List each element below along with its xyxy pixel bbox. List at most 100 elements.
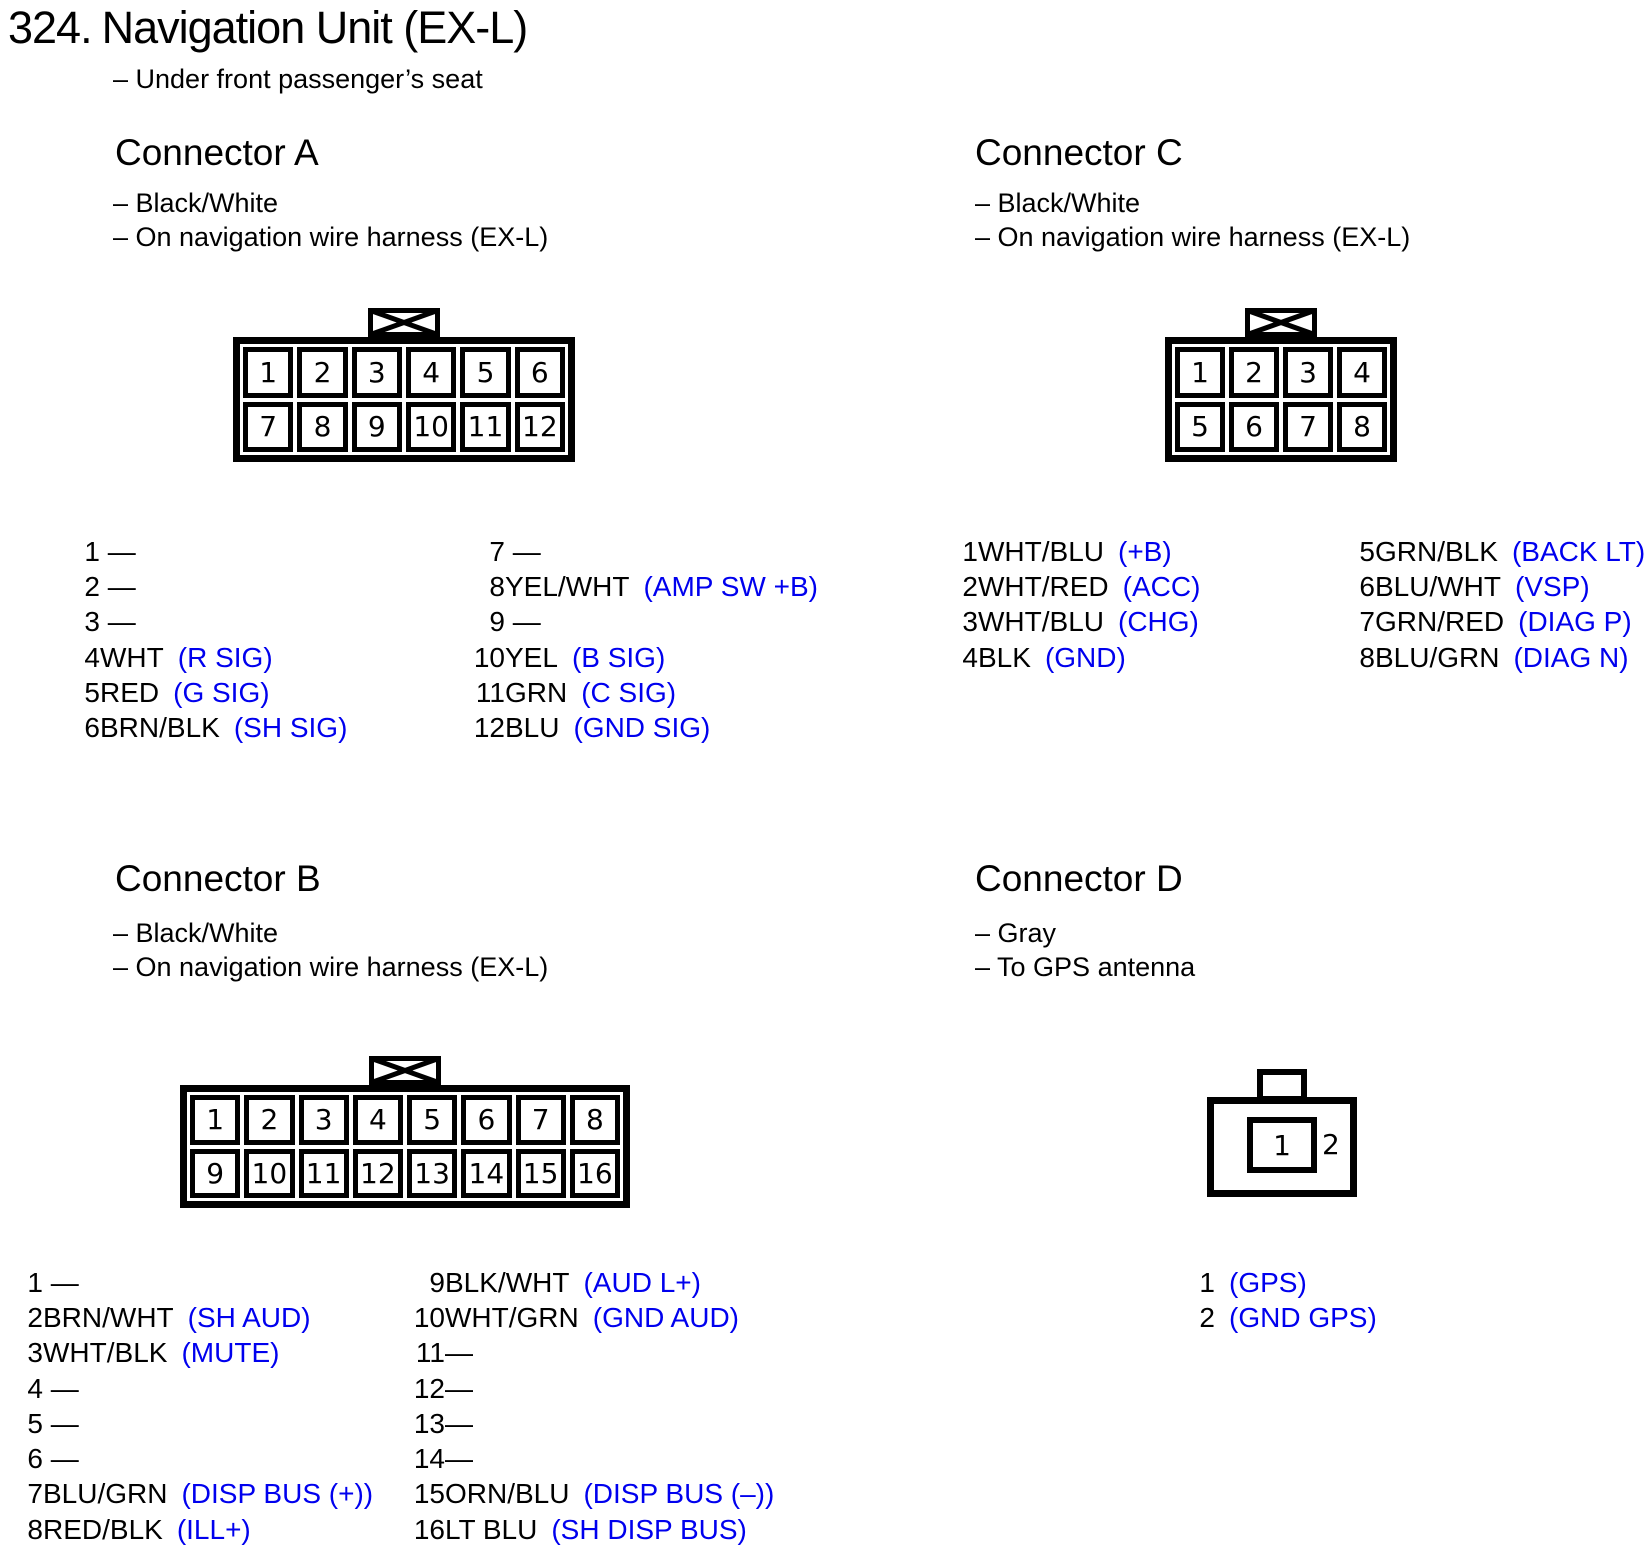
connector-d-pin-list: 1(GPS)2(GND GPS): [1185, 1265, 1376, 1336]
pin-number: 3: [27, 1337, 43, 1369]
pin-cell: 9: [190, 1148, 241, 1198]
pin-number: 10: [473, 641, 505, 673]
pin-cell: 8: [569, 1095, 620, 1145]
signal-name: (AMP SW +B): [643, 570, 818, 602]
connector-d-diagram: 1 2: [1207, 1069, 1357, 1197]
pin-cell: 7: [1283, 401, 1333, 452]
wire-color: RED/BLK: [43, 1513, 163, 1545]
wire-color: WHT/RED: [978, 570, 1109, 602]
section-number: 324.: [8, 2, 93, 53]
wire-color: BLU/GRN: [43, 1478, 168, 1510]
pin-number: 10: [413, 1301, 445, 1333]
pin-number: 6: [1359, 570, 1375, 602]
pin-number: 11: [475, 676, 505, 708]
signal-name: (GPS): [1229, 1266, 1307, 1298]
wire-color: WHT/BLK: [43, 1337, 168, 1369]
wire-color: YEL/WHT: [505, 570, 630, 602]
pin-cell: 5: [1175, 401, 1225, 452]
pin-row: 7 —: [440, 534, 818, 569]
connector-d-body: 1 2: [1207, 1097, 1357, 1197]
pin-number: 6: [27, 1443, 43, 1475]
pin-number: 2: [1199, 1301, 1215, 1333]
pin-row: 1 —: [70, 534, 347, 569]
signal-name: (GND AUD): [592, 1301, 739, 1333]
pin-number: 7: [489, 535, 505, 567]
pin-cell: 3: [351, 347, 402, 398]
connector-a-heading: Connector A: [115, 132, 319, 173]
connector-d-heading: Connector D: [975, 858, 1183, 899]
connector-key-icon: [368, 308, 440, 337]
connector-c-heading: Connector C: [975, 132, 1183, 173]
wire-color: —: [100, 606, 136, 638]
connector-c-note-color: – Black/White: [975, 188, 1141, 218]
pin-cell: 4: [1337, 347, 1387, 398]
pin-cell: 2: [1322, 1128, 1340, 1161]
wire-color: BLU: [505, 712, 560, 744]
pin-cell: 6: [461, 1095, 512, 1145]
wire-color: —: [505, 606, 541, 638]
pin-number: 16: [413, 1513, 445, 1545]
connector-a-notes: – Black/White – On navigation wire harne…: [113, 186, 548, 254]
wire-color: BLK: [978, 641, 1031, 673]
pin-number: 7: [1359, 606, 1375, 638]
pin-number: 2: [84, 570, 100, 602]
pin-cell: 5: [407, 1095, 458, 1145]
pin-number: 5: [27, 1407, 43, 1439]
wire-color: YEL: [505, 641, 558, 673]
pin-row: 4 —: [13, 1371, 373, 1406]
wire-color: —: [505, 535, 541, 567]
pin-row: 2(GND GPS): [1185, 1300, 1376, 1335]
pin-cell: 1: [243, 347, 294, 398]
signal-name: (VSP): [1515, 570, 1590, 602]
signal-name: (GND): [1044, 641, 1126, 673]
pin-cell: 2: [244, 1095, 295, 1145]
pin-cell: 1: [190, 1095, 241, 1145]
pin-cell: 3: [1283, 347, 1333, 398]
pin-cell: 2: [297, 347, 348, 398]
pin-cell: 11: [298, 1148, 349, 1198]
connector-d-notes: – Gray – To GPS antenna: [975, 916, 1195, 984]
wire-color: —: [43, 1443, 79, 1475]
pin-number: 12: [473, 712, 505, 744]
pin-number: 1: [84, 535, 100, 567]
pin-number: 14: [413, 1443, 445, 1475]
signal-name: (CHG): [1118, 606, 1199, 638]
pin-number: 3: [84, 606, 100, 638]
pin-number: 9: [429, 1266, 445, 1298]
wire-color: WHT/BLU: [978, 606, 1104, 638]
signal-name: (MUTE): [181, 1337, 280, 1369]
pin-row: 9 —: [440, 605, 818, 640]
pin-row: 14—: [380, 1441, 774, 1476]
connector-c-note-location: – On navigation wire harness (EX-L): [975, 222, 1411, 252]
connector-b-note-color: – Black/White: [113, 918, 279, 948]
wire-color: BRN/WHT: [43, 1301, 174, 1333]
connector-b-heading: Connector B: [115, 858, 321, 899]
pin-number: 5: [1359, 535, 1375, 567]
connector-a-note-location: – On navigation wire harness (EX-L): [113, 222, 549, 252]
signal-name: (BACK LT): [1511, 535, 1645, 567]
signal-name: (R SIG): [177, 641, 273, 673]
pin-cell: 1: [1175, 347, 1225, 398]
wire-color: BLU/GRN: [1375, 641, 1500, 673]
connector-c-notes: – Black/White – On navigation wire harne…: [975, 186, 1410, 254]
pin-number: 8: [27, 1513, 43, 1545]
pin-cell: 2: [1229, 347, 1279, 398]
pin-cell: 8: [297, 401, 348, 452]
pin-row: 2 —: [70, 569, 347, 604]
pin-number: 12: [413, 1372, 445, 1404]
pin-cell: 10: [405, 401, 457, 452]
pin-cell: 13: [407, 1148, 458, 1198]
